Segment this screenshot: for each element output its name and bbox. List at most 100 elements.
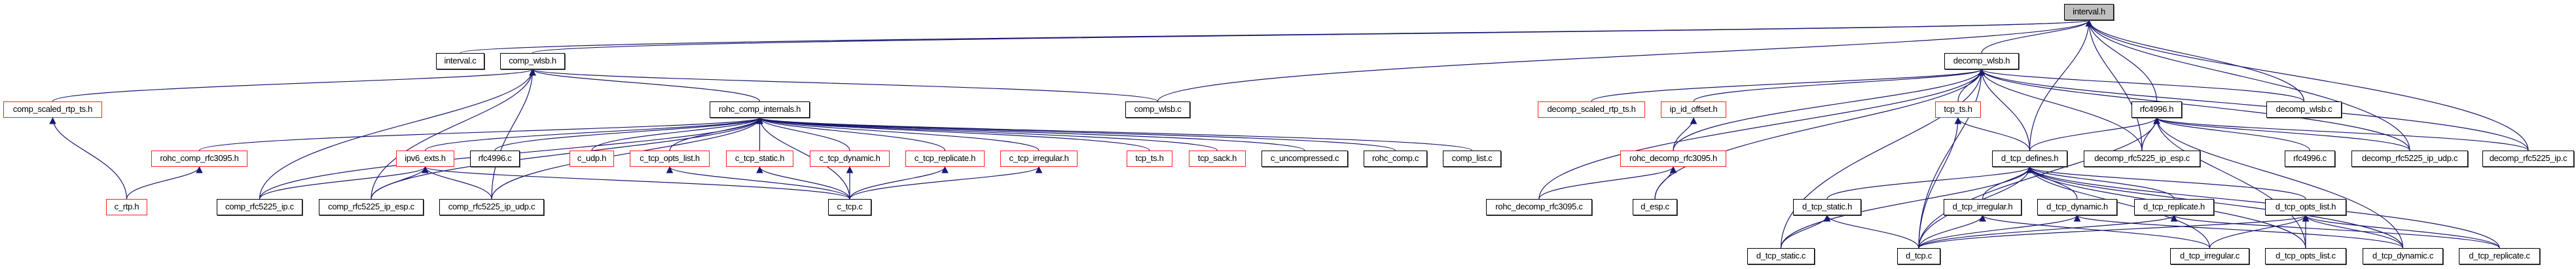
- edge-d-tcp-c-to-rfc4996-h: [1918, 117, 2160, 249]
- graph-node-d-tcp-c[interactable]: d_tcp.c: [1897, 248, 1940, 264]
- edge-ipv6-exts-h-to-rohc-comp-internals-h: [424, 117, 763, 151]
- edge-comp-scaled-rtp-ts-h-to-comp-wlsb-h: [52, 68, 536, 102]
- graph-node-d-tcp-defines-h[interactable]: d_tcp_defines.h: [1992, 151, 2067, 167]
- graph-node-d-tcp-irregular-h[interactable]: d_tcp_irregular.h: [1944, 199, 2022, 215]
- edge-d-tcp-defines-h-to-interval-h: [2029, 19, 2093, 151]
- graph-node-c-tcp-static-h[interactable]: c_tcp_static.h: [726, 151, 793, 167]
- graph-node-d-tcp-irregular-c[interactable]: d_tcp_irregular.c: [2170, 248, 2249, 264]
- edge-rfc4996-c-to-rfc4996-h: [2153, 117, 2311, 151]
- edge-d-tcp-dynamic-c-to-d-tcp-dynamic-h: [2073, 214, 2404, 249]
- edge-c-tcp-c-to-ipv6-exts-h: [422, 166, 850, 200]
- graph-node-d-esp-c[interactable]: d_esp.c: [1633, 199, 1677, 215]
- edge-d-tcp-static-c-to-d-tcp-defines-h: [1780, 166, 2033, 249]
- edge-d-tcp-irregular-h-to-d-tcp-defines-h: [1982, 166, 2033, 200]
- edge-c-tcp-replicate-h-to-rohc-comp-internals-h: [756, 117, 946, 151]
- edge-d-tcp-opts-list-h-to-d-tcp-defines-h: [2026, 166, 2306, 200]
- edge-d-tcp-opts-list-c-to-rfc4996-h: [2153, 117, 2306, 249]
- graph-node-rohc-comp-c[interactable]: rohc_comp.c: [1364, 151, 1427, 167]
- edge-tcp-sack-h-to-rohc-comp-internals-h: [756, 117, 1218, 151]
- graph-node-rohc-comp-rfc3095-h[interactable]: rohc_comp_rfc3095.h: [151, 151, 247, 167]
- graph-node-ipv6-exts-h[interactable]: ipv6_exts.h: [396, 151, 454, 167]
- graph-node-interval-h[interactable]: interval.h: [2064, 4, 2114, 20]
- graph-node-interval-c[interactable]: interval.c: [436, 53, 484, 69]
- graph-node-comp-list-c[interactable]: comp_list.c: [1443, 151, 1501, 167]
- graph-node-d-tcp-replicate-h[interactable]: d_tcp_replicate.h: [2134, 199, 2214, 215]
- edge-rohc-decomp-rfc3095-c-to-decomp-wlsb-h: [1538, 68, 1986, 200]
- edge-comp-rfc5225-ip-udp-c-to-ipv6-exts-h: [422, 166, 492, 200]
- edge-rfc4996-h-to-interval-h: [2085, 19, 2158, 102]
- edge-c-rtp-h-to-comp-scaled-rtp-ts-h: [49, 117, 128, 200]
- graph-node-comp-scaled-rtp-ts-h[interactable]: comp_scaled_rtp_ts.h: [3, 101, 102, 118]
- graph-node-tcp-ts-h-d[interactable]: tcp_ts.h: [1935, 101, 1981, 118]
- graph-node-d-tcp-opts-list-c[interactable]: d_tcp_opts_list.c: [2265, 248, 2346, 264]
- edge-rfc4996-c-comp-to-rohc-comp-internals-h: [494, 117, 763, 151]
- graph-node-decomp-scaled-rtp-ts-h[interactable]: decomp_scaled_rtp_ts.h: [1538, 101, 1645, 118]
- edge-decomp-wlsb-h-to-interval-h: [1981, 19, 2093, 54]
- graph-node-rfc4996-c-comp[interactable]: rfc4996.c: [470, 151, 520, 167]
- graph-node-c-tcp-irregular-h[interactable]: c_tcp_irregular.h: [1000, 151, 1078, 167]
- edge-comp-rfc5225-ip-c-to-comp-wlsb-h: [259, 68, 536, 200]
- graph-node-decomp-rfc5225-ip-c[interactable]: decomp_rfc5225_ip.c: [2482, 151, 2574, 167]
- edge-decomp-rfc5225-ip-c-to-interval-h: [2085, 19, 2529, 151]
- graph-node-d-tcp-static-c[interactable]: d_tcp_static.c: [1747, 248, 1815, 264]
- graph-node-d-tcp-dynamic-c[interactable]: d_tcp_dynamic.c: [2363, 248, 2443, 264]
- graph-node-d-tcp-opts-list-h[interactable]: d_tcp_opts_list.h: [2265, 199, 2346, 215]
- edge-d-tcp-static-c-to-decomp-wlsb-h: [1780, 68, 1986, 249]
- edge-comp-rfc5225-ip-udp-c-to-rohc-comp-internals-h: [491, 117, 763, 200]
- edge-d-tcp-c-to-d-tcp-replicate-h: [1918, 214, 2178, 249]
- graph-node-rfc4996-h[interactable]: rfc4996.h: [2132, 101, 2182, 118]
- edge-comp-list-c-to-rohc-comp-internals-h: [756, 117, 1473, 151]
- edge-d-tcp-static-h-to-d-tcp-defines-h: [1826, 166, 2033, 200]
- edge-decomp-wlsb-c-to-interval-h: [2085, 19, 2305, 102]
- edge-decomp-rfc5225-ip-udp-c-to-rfc4996-h: [2153, 117, 2410, 151]
- graph-node-c-uncompressed-c[interactable]: c_uncompressed.c: [1261, 151, 1348, 167]
- graph-node-c-tcp-c[interactable]: c_tcp.c: [828, 199, 871, 215]
- edge-decomp-rfc5225-ip-c-to-rfc4996-h: [2153, 117, 2529, 151]
- edge-decomp-rfc5225-ip-esp-c-to-interval-h: [2085, 19, 2143, 151]
- edge-d-tcp-defines-h-to-decomp-wlsb-h: [1978, 68, 2031, 151]
- graph-node-c-udp-h[interactable]: c_udp.h: [570, 151, 614, 167]
- graph-node-decomp-rfc5225-ip-udp-c[interactable]: decomp_rfc5225_ip_udp.c: [2351, 151, 2468, 167]
- edge-comp-wlsb-h-to-interval-h: [532, 19, 2092, 54]
- edge-c-tcp-c-to-rohc-comp-internals-h: [756, 117, 850, 200]
- edge-c-tcp-c-to-c-tcp-irregular-h: [849, 166, 1043, 200]
- edge-d-tcp-irregular-c-to-d-tcp-irregular-h: [1979, 214, 2211, 249]
- edge-d-tcp-replicate-c-to-d-tcp-replicate-h: [2170, 214, 2500, 249]
- edge-rohc-decomp-rfc3095-h-to-decomp-wlsb-h: [1673, 68, 1986, 151]
- edge-d-tcp-replicate-c-to-d-tcp-opts-list-h: [2302, 214, 2500, 249]
- graph-node-rohc-comp-internals-h[interactable]: rohc_comp_internals.h: [710, 101, 810, 118]
- edge-d-tcp-c-to-d-tcp-opts-list-h: [1918, 214, 2310, 249]
- graph-node-d-tcp-replicate-c[interactable]: d_tcp_replicate.c: [2459, 248, 2540, 264]
- edge-decomp-wlsb-c-to-decomp-wlsb-h: [1978, 68, 2305, 102]
- graph-node-decomp-wlsb-c[interactable]: decomp_wlsb.c: [2266, 101, 2342, 118]
- graph-node-tcp-sack-h[interactable]: tcp_sack.h: [1189, 151, 1246, 167]
- edge-comp-rfc5225-ip-esp-c-to-comp-wlsb-h: [371, 68, 536, 200]
- graph-node-rohc-decomp-rfc3095-h[interactable]: rohc_decomp_rfc3095.h: [1620, 151, 1726, 167]
- graph-node-c-tcp-opts-list-h[interactable]: c_tcp_opts_list.h: [630, 151, 710, 167]
- graph-node-rohc-decomp-rfc3095-c[interactable]: rohc_decomp_rfc3095.c: [1486, 199, 1592, 215]
- graph-node-tcp-ts-h-c[interactable]: tcp_ts.h: [1127, 151, 1172, 167]
- edge-d-tcp-dynamic-c-to-d-tcp-opts-list-h: [2302, 214, 2404, 249]
- graph-node-comp-wlsb-c[interactable]: comp_wlsb.c: [1125, 101, 1190, 118]
- edge-decomp-rfc5225-ip-udp-c-to-decomp-wlsb-h: [1978, 68, 2410, 151]
- graph-node-c-rtp-h[interactable]: c_rtp.h: [106, 199, 147, 215]
- graph-node-rfc4996-c[interactable]: rfc4996.c: [2285, 151, 2335, 167]
- edge-c-rtp-h-to-rohc-comp-rfc3095-h: [126, 166, 203, 200]
- graph-node-comp-rfc5225-ip-udp-c[interactable]: comp_rfc5225_ip_udp.c: [439, 199, 544, 215]
- edge-d-tcp-c-to-decomp-wlsb-h: [1918, 68, 1986, 249]
- graph-node-comp-rfc5225-ip-c[interactable]: comp_rfc5225_ip.c: [217, 199, 302, 215]
- graph-node-ip-id-offset-h[interactable]: ip_id_offset.h: [1661, 101, 1726, 118]
- edge-d-tcp-defines-h-to-tcp-ts-h-d: [1954, 117, 2031, 151]
- graph-node-c-tcp-replicate-h[interactable]: c_tcp_replicate.h: [905, 151, 985, 167]
- graph-node-decomp-rfc5225-ip-esp-c[interactable]: decomp_rfc5225_ip_esp.c: [2084, 151, 2200, 167]
- edge-d-tcp-replicate-c-to-d-tcp-defines-h: [2026, 166, 2500, 249]
- graph-node-d-tcp-dynamic-h[interactable]: d_tcp_dynamic.h: [2037, 199, 2117, 215]
- graph-node-decomp-wlsb-h[interactable]: decomp_wlsb.h: [1944, 53, 2019, 69]
- graph-node-comp-rfc5225-ip-esp-c[interactable]: comp_rfc5225_ip_esp.c: [319, 199, 424, 215]
- graph-node-d-tcp-static-h[interactable]: d_tcp_static.h: [1793, 199, 1861, 215]
- edge-interval-c-to-interval-h: [460, 19, 2092, 54]
- edge-comp-rfc5225-ip-esp-c-to-ipv6-exts-h: [371, 166, 429, 200]
- edge-ip-id-offset-h-to-decomp-wlsb-h: [1693, 68, 1986, 102]
- graph-node-comp-wlsb-h[interactable]: comp_wlsb.h: [500, 53, 565, 69]
- graph-node-c-tcp-dynamic-h[interactable]: c_tcp_dynamic.h: [810, 151, 890, 167]
